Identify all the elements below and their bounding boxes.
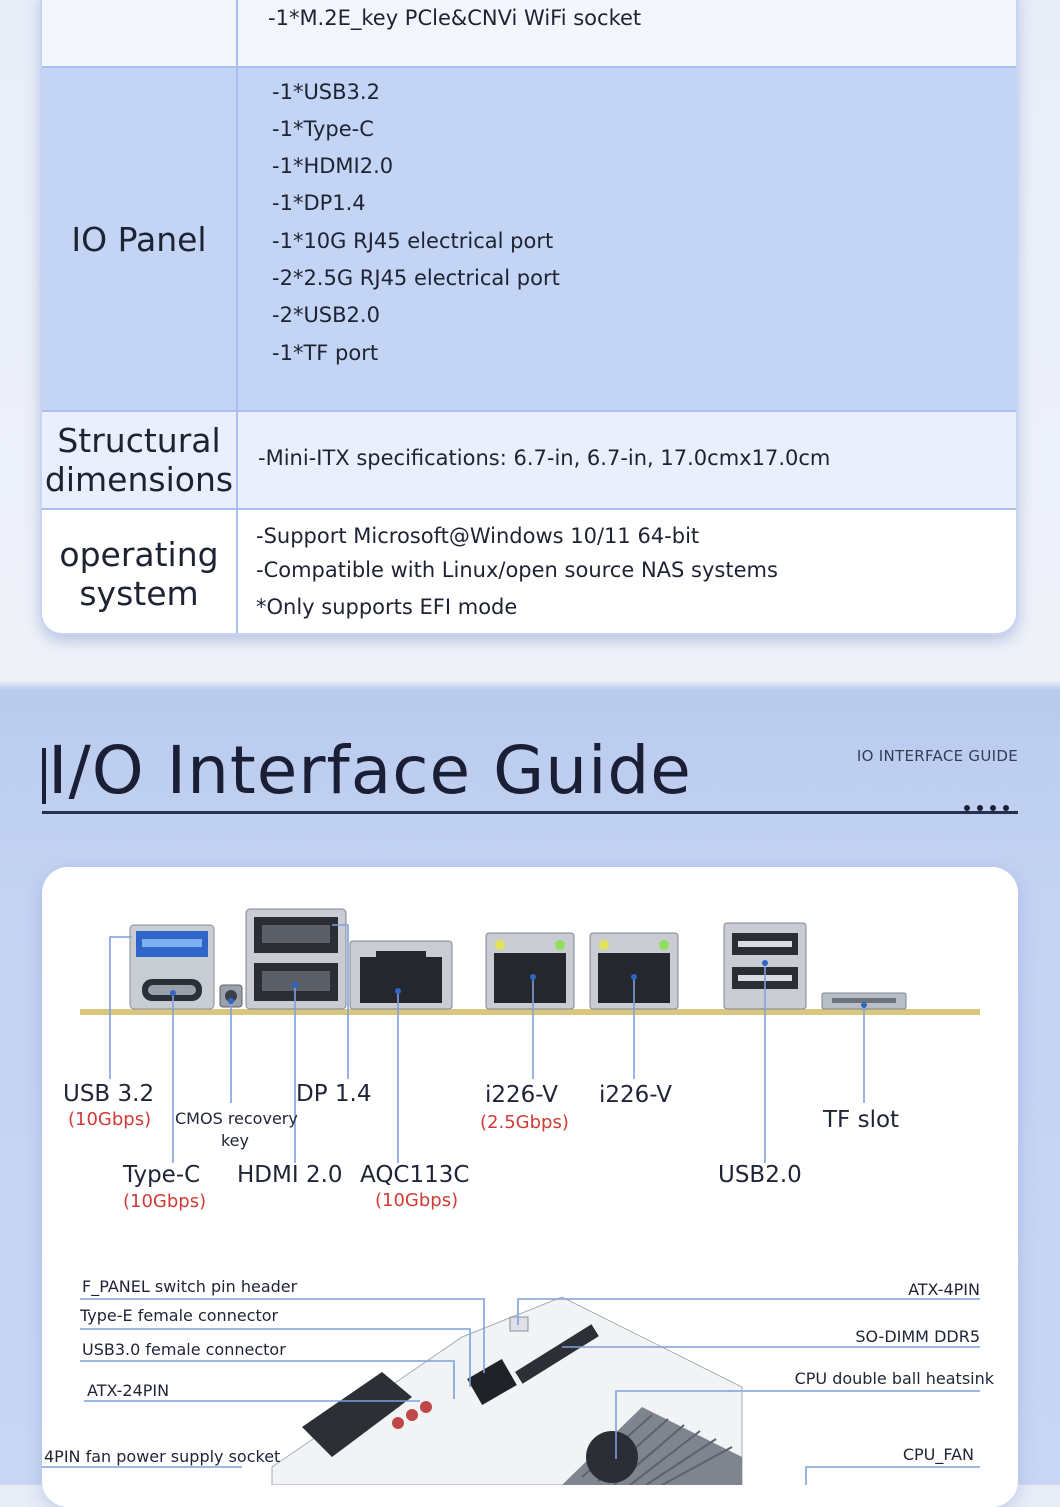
label-4pin-fan: 4PIN fan power supply socket [44,1447,281,1466]
spec-value: -1*DP1.4 [272,191,366,215]
label-usb32: USB 3.2 [63,1081,155,1107]
spec-row-dimensions: Structural dimensions -Mini-ITX specific… [42,410,1016,508]
spec-row-label [42,0,238,66]
io-guide-card: USB 3.2 (10Gbps) CMOS recovery key DP 1.… [42,867,1018,1507]
label-cmos: CMOS recovery [175,1109,298,1128]
speed-aqc113c: (10Gbps) [375,1190,459,1211]
spec-value: -2*2.5G RJ45 electrical port [272,266,560,290]
speed-usb32: (10Gbps) [68,1109,152,1130]
spec-row-io-panel: IO Panel -1*USB3.2 -1*Type-C -1*HDMI2.0 … [42,66,1016,410]
page-title: I/O Interface Guide [48,732,692,809]
spec-row-wifi: -1*M.2E_key PCle&CNVi WiFi socket [42,0,1016,66]
rj45-10g-port-image [349,940,453,1010]
spec-value: -1*HDMI2.0 [272,154,394,178]
leader-lines [109,924,865,1163]
label-usb30-header: USB3.0 female connector [82,1340,286,1359]
spec-value: -Compatible with Linux/open source NAS s… [256,558,778,582]
board-edge [80,1009,980,1015]
label-aqc113c: AQC113C [360,1162,470,1188]
spec-table: -1*M.2E_key PCle&CNVi WiFi socket IO Pan… [40,0,1018,635]
label-type-e: Type-E female connector [80,1306,279,1325]
label-typec: Type-C [123,1162,201,1188]
label-cpu-fan: CPU_FAN [902,1445,974,1464]
speed-i226v-1: (2.5Gbps) [480,1112,569,1133]
usb32-typec-port-image [129,924,215,1010]
spec-value: -1*Type-C [272,117,374,141]
spec-value: -Mini-ITX specifications: 6.7-in, 6.7-in… [258,446,831,470]
label-i226v-1: i226-V [485,1082,558,1108]
leader-dots [170,960,867,1008]
label-hdmi: HDMI 2.0 [237,1162,343,1188]
page-subtitle: IO INTERFACE GUIDE [856,747,1018,765]
label-atx4pin: ATX-4PIN [908,1280,980,1299]
label-sodimm: SO-DIMM DDR5 [855,1327,980,1346]
io-illustration [42,908,980,1485]
spec-row-label: operating system [42,510,238,633]
label-cmos-line2: key [220,1131,249,1150]
title-underline [42,811,1018,814]
spec-value: -1*USB3.2 [272,80,380,104]
title-accent-bar [42,748,46,804]
label-tf-slot: TF slot [823,1107,900,1133]
spec-value: -2*USB2.0 [272,303,380,327]
label-usb20: USB2.0 [718,1162,802,1188]
spec-value: -Support Microsoft@Windows 10/11 64-bit [256,524,700,548]
spec-value: *Only supports EFI mode [256,595,518,619]
spec-row-label: Structural dimensions [42,412,238,508]
dots-ornament [964,796,1016,815]
label-i226v-2: i226-V [599,1082,672,1108]
speed-typec: (10Gbps) [123,1191,207,1212]
label-heatsink: CPU double ball heatsink [794,1369,994,1388]
label-atx24pin: ATX-24PIN [87,1381,170,1400]
rj45-i226-port-image-1 [485,932,575,1010]
motherboard-image [271,1296,743,1485]
spec-row-os: operating system -Support Microsoft@Wind… [42,508,1016,633]
hdmi-dp-port-image [245,908,347,1010]
board-leader-lines [42,1298,980,1485]
label-dp: DP 1.4 [296,1081,372,1107]
spec-value: -1*M.2E_key PCle&CNVi WiFi socket [268,6,642,30]
spec-value: -1*10G RJ45 electrical port [272,229,554,253]
spec-value: -1*TF port [272,341,379,365]
label-f-panel: F_PANEL switch pin header [82,1277,298,1296]
spec-row-label: IO Panel [42,68,238,410]
